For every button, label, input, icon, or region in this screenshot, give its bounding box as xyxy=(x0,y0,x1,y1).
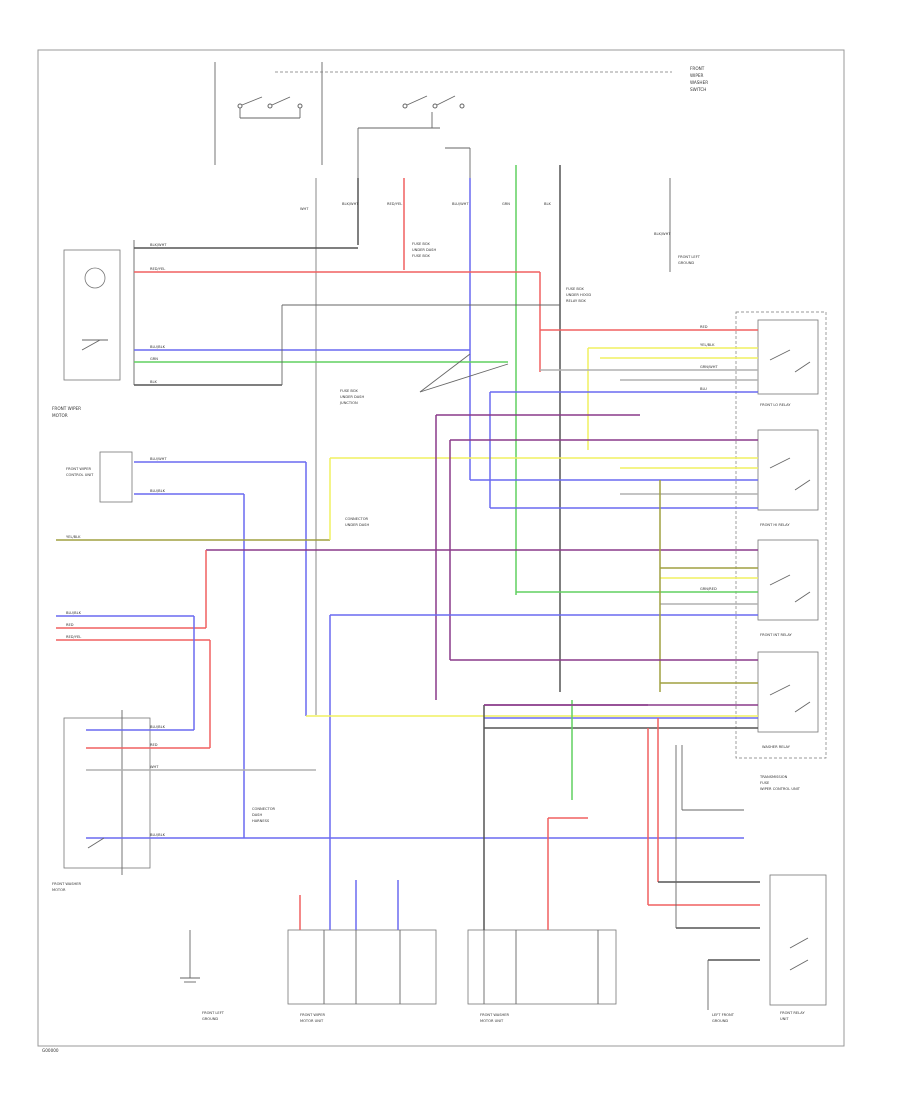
bottom-center-unit: FRONT WASHER MOTOR UNIT xyxy=(467,700,617,1023)
wiper-motor-label-2: MOTOR xyxy=(52,413,68,418)
left-unit-label-1: FRONT WIPER xyxy=(66,467,91,471)
relay-wire-grn-wht: GRN/WHT xyxy=(700,365,718,369)
right-module-label-3: WIPER CONTROL UNIT xyxy=(760,787,801,791)
washer-motor-label-2: MOTOR xyxy=(52,888,66,892)
connector-note-2c: RELAY BOX xyxy=(566,299,586,303)
left-conn-label-1: BLU/BLK xyxy=(66,611,82,615)
bottom-left-unit: FRONT WIPER MOTOR UNIT xyxy=(287,880,437,1023)
connector-note-5c: HARNESS xyxy=(252,819,270,823)
connector-note-3b: UNDER DASH xyxy=(340,395,364,399)
relay-wire-red: RED xyxy=(700,325,708,329)
relay-wiring: RED YEL/BLK GRN/WHT BLU GRN/RED xyxy=(205,325,758,895)
diagram-frame xyxy=(37,49,845,1047)
relay-1-label: FRONT LO RELAY xyxy=(760,403,791,407)
left-conn-label-3: RED/YEL xyxy=(66,635,81,639)
motor-wire-label-4: GRN xyxy=(150,357,158,361)
main-switch-label-4: SWITCH xyxy=(690,87,706,92)
wire-label-wht: WHT xyxy=(300,207,309,211)
relay-2-label: FRONT HI RELAY xyxy=(760,523,790,527)
connector-note-5b: DASH xyxy=(252,813,262,817)
right-module: TRANSMISSION FUSE WIPER CONTROL UNIT xyxy=(484,704,801,1010)
main-switch-label-3: WASHER xyxy=(690,80,708,85)
right-module-label-2: FUSE xyxy=(760,781,770,785)
washer-wire-3: WHT xyxy=(150,765,159,769)
connector-note-1c: FUSE BOX xyxy=(412,254,430,258)
ground-left: FRONT LEFT GROUND xyxy=(180,930,225,1021)
main-switch: FRONT WIPER WASHER SWITCH xyxy=(214,62,708,245)
connector-note-1b: UNDER DASH xyxy=(412,248,436,252)
switch-output-wires: WHT BLK/WHT RED/YEL BLU/WHT GRN BLK BLK/… xyxy=(300,165,671,715)
wire-label-grn-top: GRN xyxy=(502,202,510,206)
wire-label-blk-top: BLK xyxy=(544,202,551,206)
left-unit-label-2: CONTROL UNIT xyxy=(66,473,94,477)
washer-wire-1: BLU/BLK xyxy=(150,725,166,729)
motor-wire-label-2: RED/YEL xyxy=(150,267,165,271)
wire-label-red-yel-top: RED/YEL xyxy=(387,202,402,206)
right-relay-label-1: FRONT RELAY xyxy=(780,1011,805,1015)
left-unit-wire-2: BLU/BLK xyxy=(150,489,166,493)
motor-wire-label-3: BLU/BLK xyxy=(150,345,166,349)
relay-3-label: FRONT INT RELAY xyxy=(760,633,793,637)
connector-note-4b: UNDER DASH xyxy=(345,523,369,527)
front-washer-motor: BLU/BLK RED WHT BLU/BLK FRONT WASHER MOT… xyxy=(52,710,744,892)
main-switch-label-2: WIPER xyxy=(690,73,704,78)
left-control-unit: FRONT WIPER CONTROL UNIT BLU/WHT BLU/BLK xyxy=(66,451,307,838)
motor-wire-label-1: BLK/WHT xyxy=(150,243,167,247)
connector-note-1a: FUSE BOX xyxy=(412,242,430,246)
relay-4-label: WASHER RELAY xyxy=(762,745,791,749)
washer-wire-2: RED xyxy=(150,743,158,747)
right-relay-small: FRONT RELAY UNIT xyxy=(769,874,827,1021)
connector-note-3a: FUSE BOX xyxy=(340,389,358,393)
ground-right-top-2: GROUND xyxy=(678,261,694,265)
relay-wire-blu: BLU xyxy=(700,387,707,391)
left-connector-wires: BLU/BLK RED RED/YEL xyxy=(56,611,211,748)
wire-label-blk-wht-top: BLK/WHT xyxy=(342,202,359,206)
relay-wire-yel: YEL/BLK xyxy=(700,343,715,347)
page-code: G00000 xyxy=(42,1048,59,1053)
relay-wire-grn-red: GRN/RED xyxy=(700,587,717,591)
connector-note-4a: CONNECTOR xyxy=(345,517,369,521)
right-relay-label-2: UNIT xyxy=(780,1017,789,1021)
bottom-left-unit-label-2: MOTOR UNIT xyxy=(300,1019,324,1023)
connector-note-5a: CONNECTOR xyxy=(252,807,276,811)
left-conn-label-2: RED xyxy=(66,623,74,627)
ground-left-label-1: FRONT LEFT xyxy=(202,1011,225,1015)
ground-left-label-2: GROUND xyxy=(202,1017,218,1021)
ground-right-top-1: FRONT LEFT xyxy=(678,255,701,259)
ground-right-label-2: GROUND xyxy=(712,1019,728,1023)
connector-note-2b: UNDER HOOD xyxy=(566,293,591,297)
bottom-center-unit-label-1: FRONT WASHER xyxy=(480,1013,509,1017)
motor-harness-wires: BLK/WHT RED/YEL BLU/BLK GRN BLK xyxy=(133,240,560,386)
bottom-center-unit-label-2: MOTOR UNIT xyxy=(480,1019,504,1023)
yel-blk-label: YEL/BLK xyxy=(66,535,81,539)
connector-note-2a: FUSE BOX xyxy=(566,287,584,291)
wire-label-blk-right: BLK/WHT xyxy=(654,232,671,236)
wiper-motor-label-1: FRONT WIPER xyxy=(52,406,81,411)
relay-stack: FRONT LO RELAY FRONT HI RELAY FRONT INT … xyxy=(735,311,827,759)
wire-label-blu-wht-top: BLU/WHT xyxy=(452,202,469,206)
right-module-label-1: TRANSMISSION xyxy=(759,775,788,779)
main-switch-label-1: FRONT xyxy=(690,66,705,71)
connector-note-3c: JUNCTION xyxy=(339,401,358,405)
ground-right-label-1: LEFT FRONT xyxy=(712,1013,735,1017)
motor-wire-label-5: BLK xyxy=(150,380,157,384)
left-unit-wire-1: BLU/WHT xyxy=(150,457,167,461)
bottom-left-unit-label-1: FRONT WIPER xyxy=(300,1013,325,1017)
washer-motor-label-1: FRONT WASHER xyxy=(52,882,81,886)
front-wiper-motor: FRONT WIPER MOTOR xyxy=(52,249,121,418)
washer-wire-4: BLU/BLK xyxy=(150,833,166,837)
